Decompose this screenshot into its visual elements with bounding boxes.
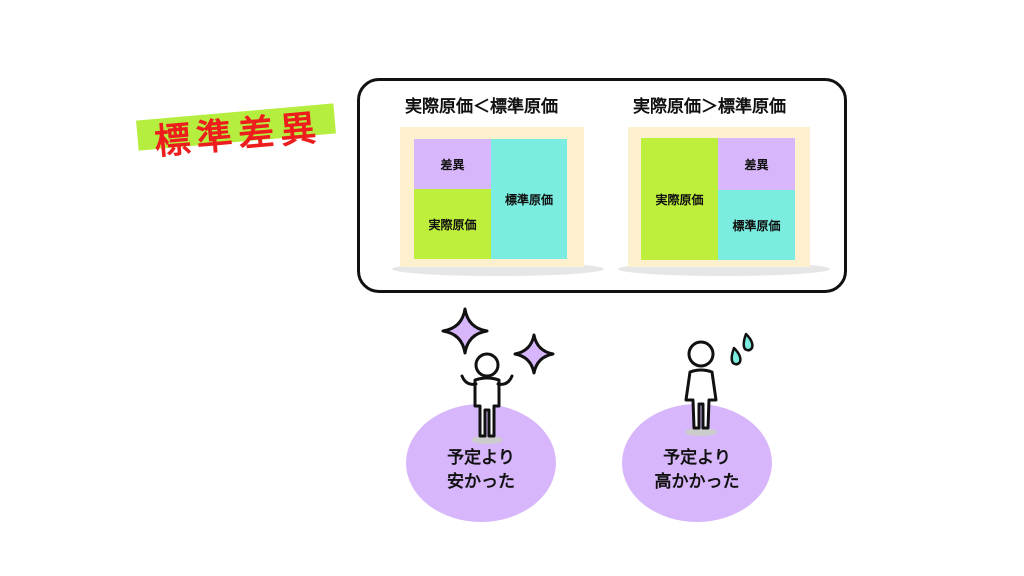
outcome-text-left: 予定より 安かった (406, 446, 556, 494)
cost-box-right: 実際原価 差異 標準原価 (628, 127, 810, 267)
comparison-heading-left: 実際原価＜標準原価 (405, 97, 558, 117)
outcome-text-right: 予定より 高かかった (622, 446, 772, 494)
outcome-line1-left: 予定より (447, 448, 515, 468)
sparkle-icon (441, 307, 489, 355)
page-title: 標準差異 (152, 107, 324, 164)
title-highlight: 標準差異 (136, 103, 336, 163)
sparkle-icon (513, 333, 555, 375)
outcome-line1-right: 予定より (663, 448, 731, 468)
variance-cell-right: 差異 (718, 138, 795, 190)
happy-person-icon (460, 352, 514, 444)
outcome-line2-left: 安かった (447, 472, 515, 492)
actual-cost-cell-left: 実際原価 (414, 189, 491, 259)
actual-cost-cell-right: 実際原価 (641, 138, 718, 260)
comparison-heading-right: 実際原価＞標準原価 (633, 97, 786, 117)
standard-cost-cell-left: 標準原価 (491, 139, 567, 259)
standard-cost-cell-right: 標準原価 (718, 190, 795, 260)
outcome-line2-right: 高かかった (654, 472, 740, 492)
sweat-drops-icon (730, 332, 754, 366)
sad-person-icon (684, 340, 718, 436)
variance-cell-left: 差異 (414, 139, 491, 189)
cost-box-left: 差異 実際原価 標準原価 (400, 127, 584, 267)
